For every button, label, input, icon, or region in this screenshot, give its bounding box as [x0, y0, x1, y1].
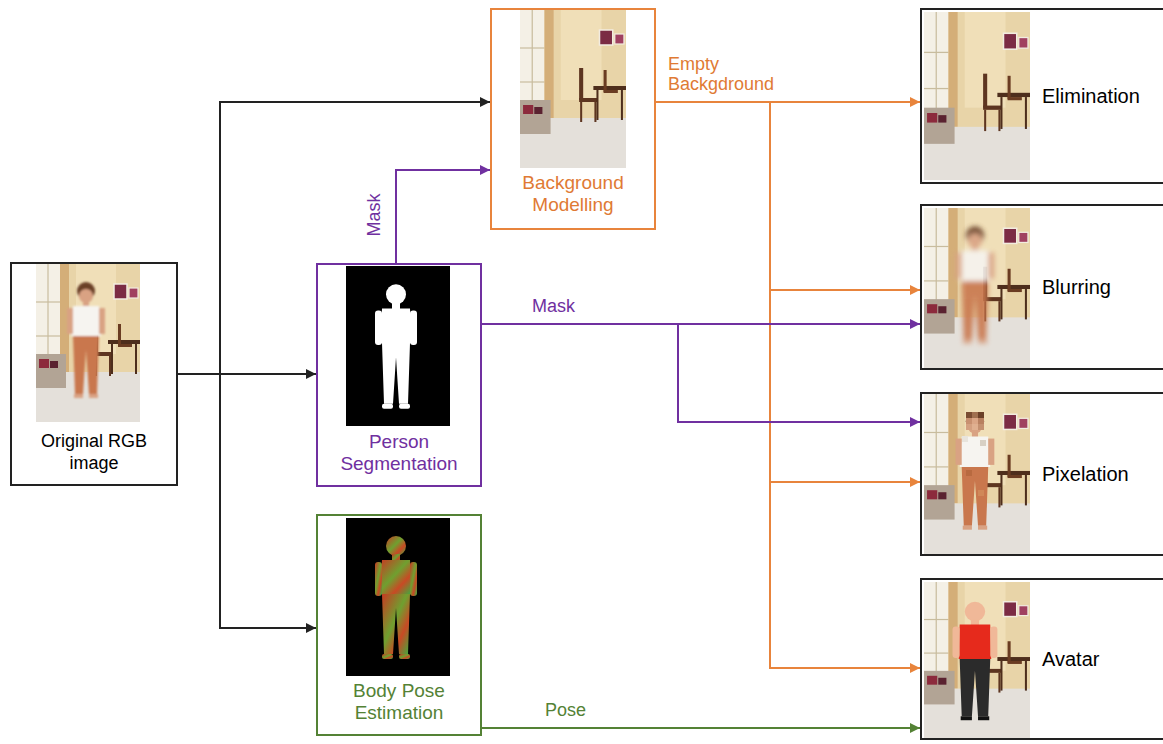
- method-label: Blurring: [1042, 276, 1163, 298]
- pixelation-room: [924, 394, 1030, 554]
- output-box: Blurring: [920, 204, 1163, 370]
- text-holder: Avatar: [1042, 580, 1163, 738]
- flow-arrow: [482, 324, 920, 422]
- output-box: Elimination: [920, 8, 1163, 184]
- avatar-room: [924, 582, 1030, 738]
- pose-background: [346, 518, 450, 676]
- process-box: Person Segmentation: [316, 263, 482, 487]
- avatar-figure: [953, 602, 998, 720]
- output-box: Avatar: [920, 578, 1163, 740]
- box-caption: Original RGB image: [38, 430, 150, 474]
- pose-map: [375, 536, 417, 659]
- method-label: Avatar: [1042, 648, 1163, 670]
- flow-arrow: [656, 102, 920, 668]
- flow-arrow: [178, 374, 316, 628]
- text-holder: Background Modelling: [492, 172, 654, 216]
- box-caption: Body Pose Estimation: [332, 680, 466, 724]
- flow-arrow: [396, 170, 490, 263]
- text-holder: Elimination: [1042, 10, 1163, 182]
- pixel-blocks: [962, 412, 986, 496]
- room-photo: [36, 264, 140, 422]
- text-holder: Blurring: [1042, 206, 1163, 368]
- edge-label: Mask: [532, 296, 575, 316]
- pixelated-person: [956, 412, 995, 529]
- edge-label: Empty Backgdround: [668, 54, 792, 94]
- flow-arrow: [656, 102, 920, 482]
- box-caption: Background Modelling: [506, 172, 640, 216]
- edge-label: Mask: [364, 193, 384, 236]
- flow-arrow: [656, 102, 920, 290]
- process-box: Body Pose Estimation: [316, 514, 482, 736]
- blurring-room: [924, 208, 1030, 368]
- blurred-person: [956, 226, 995, 343]
- empty-room-photo: [520, 10, 626, 168]
- text-holder: Original RGB image: [12, 430, 176, 474]
- person-mask: [375, 284, 417, 409]
- text-holder: Pixelation: [1042, 394, 1163, 554]
- text-holder: Person Segmentation: [318, 431, 480, 475]
- output-box: Pixelation: [920, 392, 1163, 556]
- flow-arrow: [482, 727, 920, 729]
- mask-background: [346, 266, 450, 426]
- person-photo: [67, 282, 105, 398]
- process-box: Background Modelling: [490, 8, 656, 230]
- box-caption: Person Segmentation: [332, 431, 466, 475]
- edge-label: Pose: [545, 700, 586, 720]
- method-label: Pixelation: [1042, 463, 1163, 485]
- input-image-box: Original RGB image: [10, 262, 178, 486]
- method-label: Elimination: [1042, 85, 1163, 107]
- text-holder: Body Pose Estimation: [318, 680, 480, 724]
- elimination-photo: [924, 12, 1030, 180]
- flow-arrow: [178, 102, 490, 374]
